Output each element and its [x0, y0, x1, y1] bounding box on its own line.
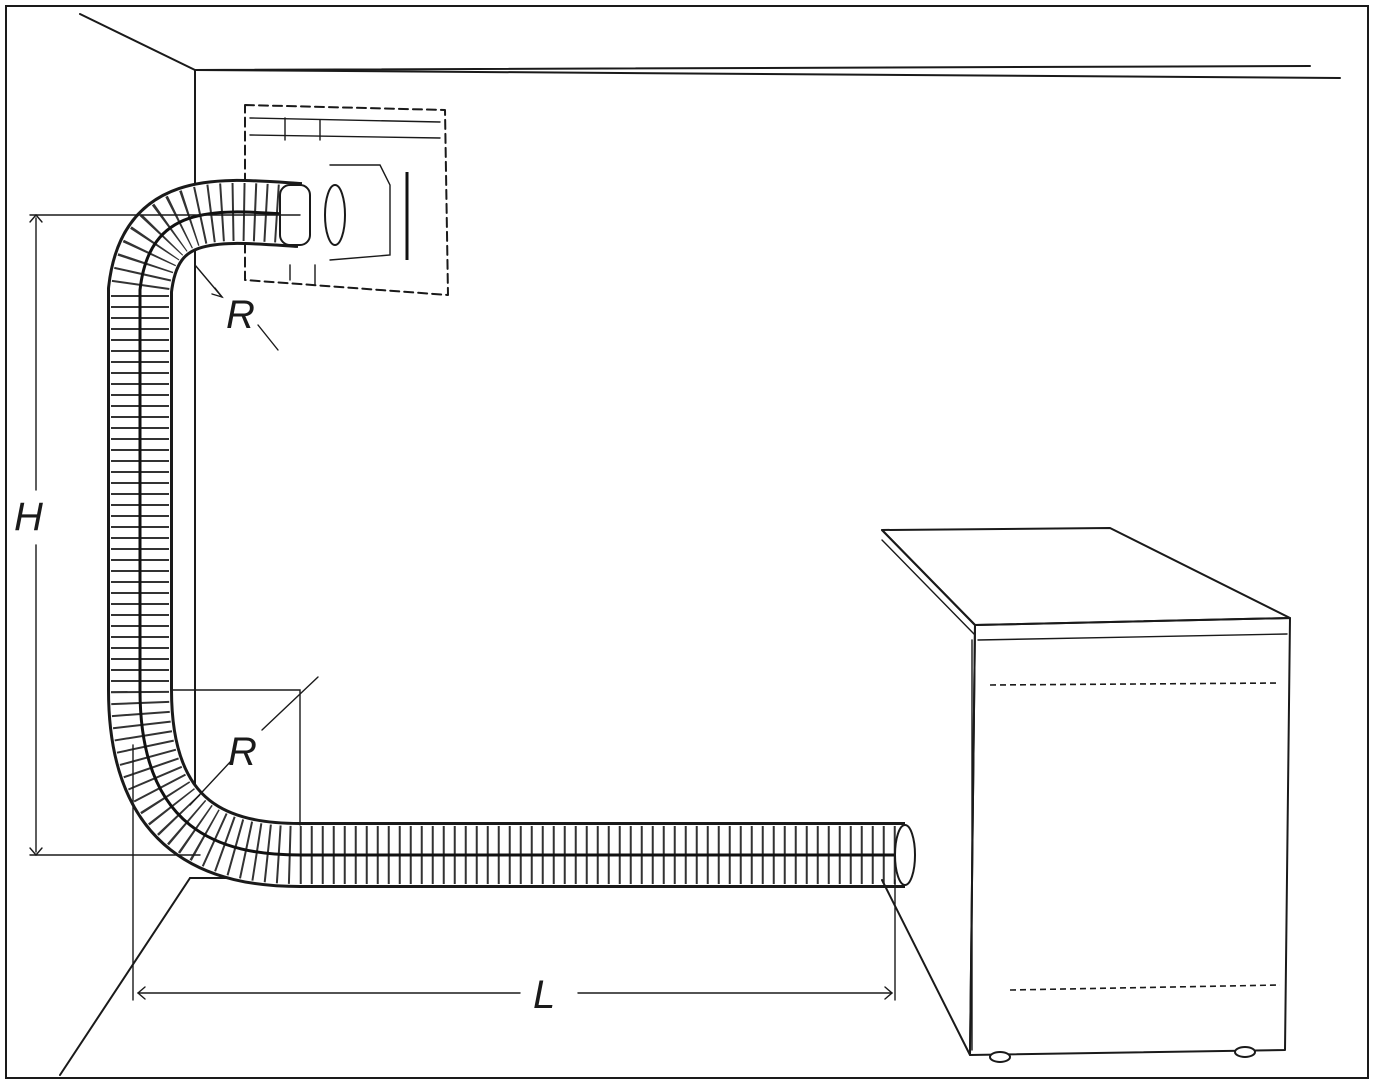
dryer-appliance — [881, 527, 1291, 1063]
label-length: L — [533, 973, 555, 1017]
room-walls — [59, 13, 1341, 1076]
hose-center-line — [138, 210, 905, 857]
flexible-hose — [107, 178, 916, 888]
dimension-radius-bottom: R — [171, 676, 319, 826]
dimension-height: H — [14, 213, 301, 857]
hose-end-dryer — [894, 824, 916, 886]
dimension-length: L — [132, 744, 896, 1017]
hose-end-wall — [324, 184, 346, 246]
dryer-foot-left — [989, 1051, 1011, 1063]
frame-border — [5, 5, 1369, 1079]
dimension-radius-top: R — [194, 264, 279, 351]
label-radius-bottom: R — [228, 730, 257, 774]
label-height: H — [14, 495, 43, 539]
label-radius-top: R — [226, 293, 255, 337]
dryer-side — [881, 529, 976, 1056]
dryer-foot-right — [1234, 1046, 1256, 1058]
dryer-top — [881, 527, 1291, 626]
